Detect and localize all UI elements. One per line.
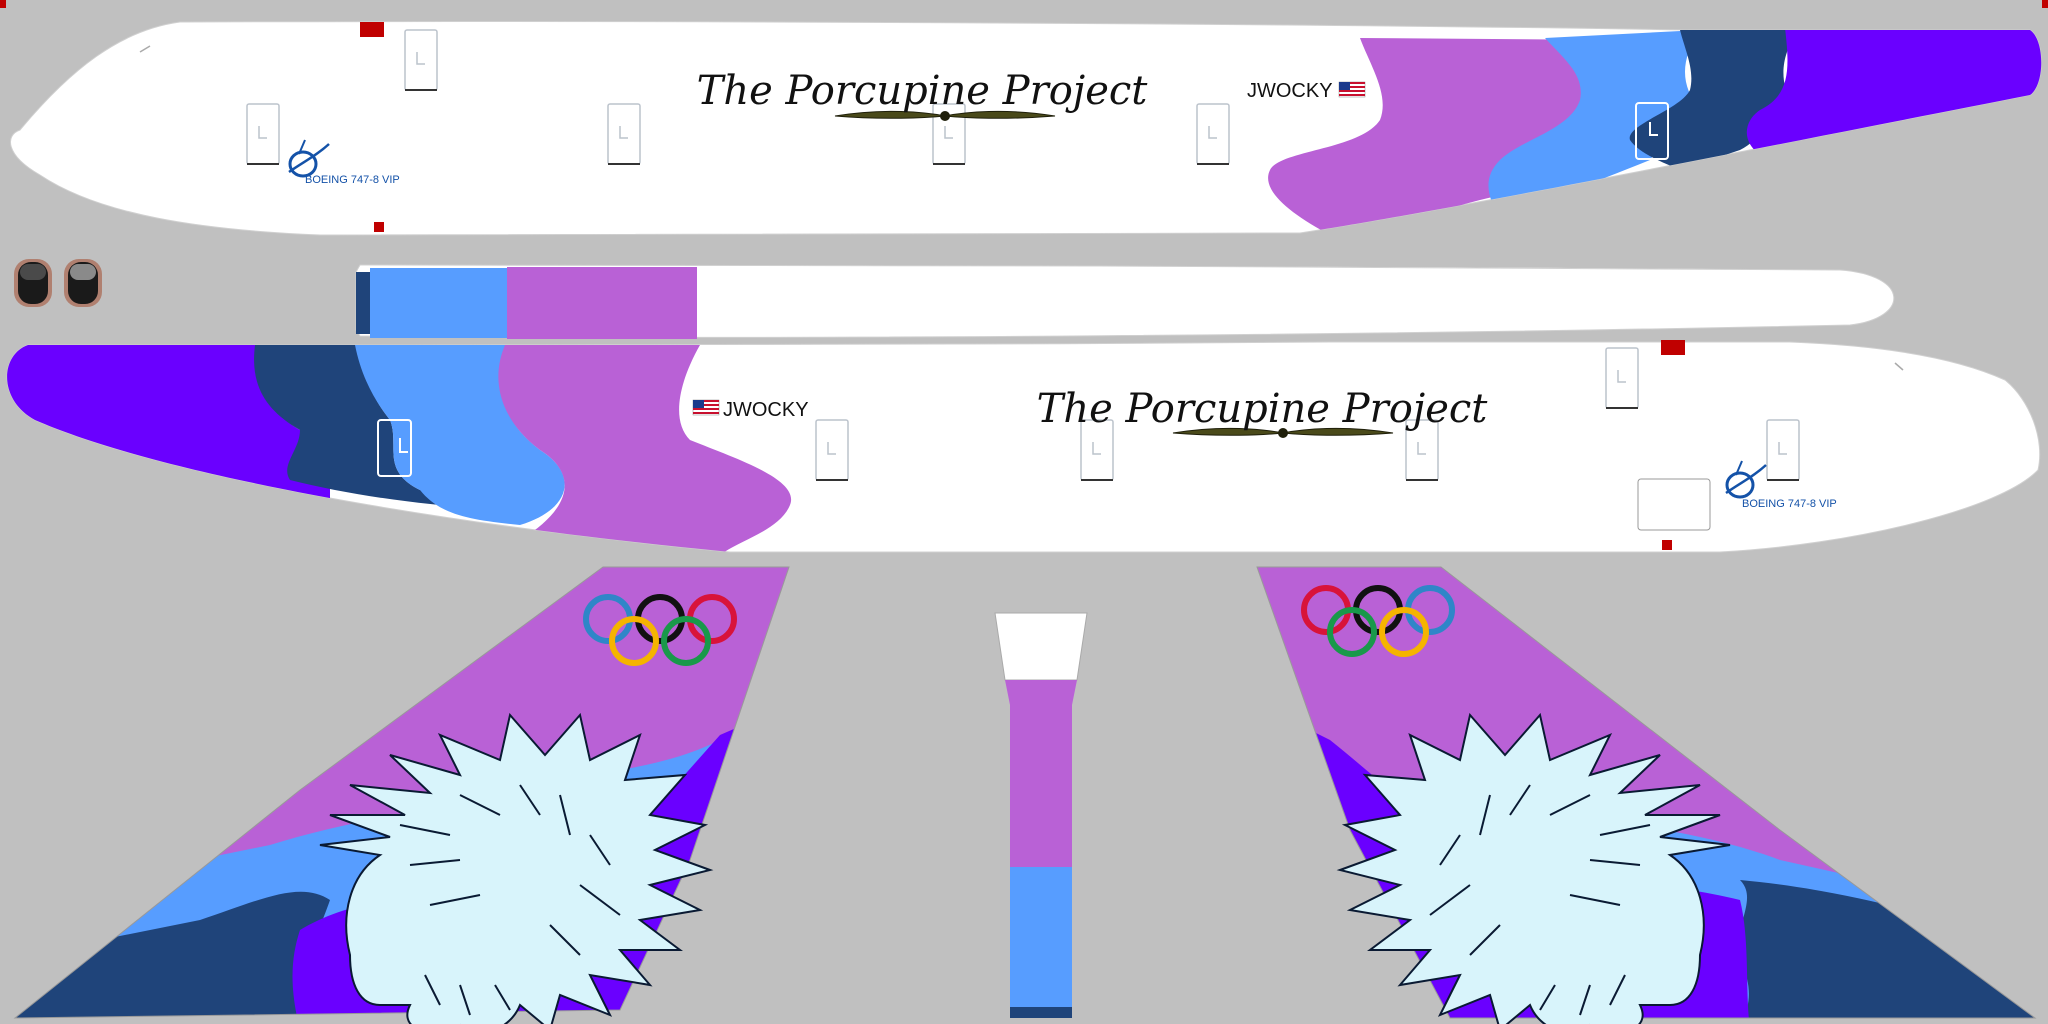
fuselage-mid-strip — [355, 264, 1895, 339]
livery-band-violet-bottom — [7, 342, 330, 500]
livery-band-lavender-top — [1268, 38, 1623, 235]
door-icon — [1605, 347, 1639, 409]
livery-band-blue-mid — [370, 268, 507, 338]
us-flag-icon — [692, 399, 720, 416]
marker-red — [1661, 340, 1685, 355]
model-label-top: BOEING 747-8 VIP — [305, 174, 400, 186]
cargo-hatch — [1637, 478, 1711, 531]
door-icon — [607, 103, 641, 165]
door-icon — [1196, 103, 1230, 165]
livery-band-navy-fin-right — [1737, 880, 2035, 1018]
cockpit-window-icon — [64, 259, 102, 307]
livery-title-bottom: The Porcupine Project — [1037, 386, 1489, 432]
model-label-bottom: BOEING 747-8 VIP — [1742, 498, 1837, 510]
rear-door — [1635, 102, 1669, 160]
fuselage-top-view: The Porcupine Project JWOCKY BOEING 747-… — [10, 21, 2042, 236]
livery-band-navy-fin-left — [15, 891, 330, 1018]
rear-door — [377, 419, 412, 477]
marker-red — [360, 22, 384, 37]
livery-band-lavender-bottom — [498, 345, 792, 552]
corner-marker-top-right — [2042, 0, 2048, 8]
livery-band-navy-mid — [356, 272, 370, 334]
registration-bottom: JWOCKY — [723, 399, 809, 421]
door-icon — [1766, 419, 1800, 481]
door-icon — [815, 419, 849, 481]
livery-band-blue-top — [1488, 30, 1700, 220]
us-flag-icon — [1338, 81, 1366, 98]
tail-fin-right — [1256, 566, 2037, 1024]
livery-band-lavender-mid — [507, 267, 697, 339]
livery-title-top: The Porcupine Project — [697, 68, 1149, 114]
tail-fin-left — [13, 566, 790, 1024]
marker-red — [1662, 540, 1672, 550]
corner-marker-top-left — [0, 0, 6, 8]
fuselage-bottom-view: The Porcupine Project JWOCKY BOEING 747-… — [6, 340, 2041, 553]
marker-red — [374, 222, 384, 232]
livery-band-violet-top — [1746, 21, 2042, 155]
tail-center-strip — [994, 612, 1088, 1018]
registration-top: JWOCKY — [1247, 80, 1333, 102]
door-icon — [404, 29, 438, 91]
door-icon — [246, 103, 280, 165]
livery-band-blue-bottom — [355, 345, 565, 525]
cockpit-window-icon — [14, 259, 52, 307]
